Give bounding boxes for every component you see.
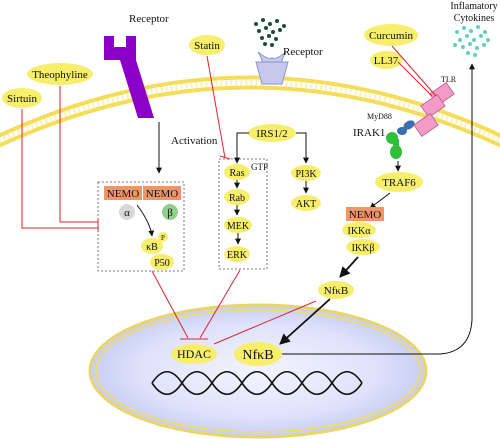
svg-text:α: α [124,207,130,219]
myd88-protein [397,120,415,135]
ikka-node: IKKα [342,222,376,238]
svg-text:P50: P50 [154,258,170,269]
inflam-cyt-label-1: Inflamatory [450,1,497,12]
mapk-box [218,158,268,270]
phospho-node: P [158,232,168,242]
svg-text:PI3K: PI3K [295,169,317,180]
kb-node: κB [141,238,163,254]
ikkb-node: IKKβ [346,239,380,255]
svg-text:TRAF6: TRAF6 [382,177,416,189]
svg-text:Theophyline: Theophyline [32,69,88,81]
nemo-left-1: NEMO [104,186,142,200]
svg-text:Sirtuin: Sirtuin [7,93,37,105]
erk-node: ERK [224,246,250,262]
svg-text:HDAC: HDAC [177,347,211,361]
p50-node: P50 [150,254,174,270]
irak1-label: IRAK1 [353,127,385,139]
beta-subunit: β [162,204,178,220]
gtp-label: GTP [251,162,268,172]
right-receptor [255,51,289,85]
hdac-node: HDAC [171,344,217,364]
svg-text:Ras: Ras [230,168,245,179]
svg-text:P: P [161,234,165,242]
svg-text:NfκB: NfκB [242,348,273,363]
svg-text:MEK: MEK [227,221,250,232]
irak1-protein [386,132,402,159]
ikk-nfkb-arrow [339,256,359,278]
irs-node: IRS1/2 [248,124,296,142]
receptor-left-label: Receptor [129,13,169,25]
svg-text:ERK: ERK [227,250,248,261]
svg-text:κB: κB [146,242,158,253]
curcumin-node: Curcumin [364,24,418,46]
tlr-receptor [413,81,455,138]
traf6-node: TRAF6 [375,172,423,192]
svg-text:IKKβ: IKKβ [352,243,375,254]
svg-text:AKT: AKT [296,199,317,210]
nemo-right: NEMO [346,207,384,221]
dna-helix [151,370,363,396]
inhibition-lines [21,45,437,345]
svg-text:IKKα: IKKα [347,226,371,237]
sirtuin-node: Sirtuin [2,88,42,108]
receptor-dots [254,18,286,47]
statin-node: Statin [189,35,225,55]
receptor-right-label: Receptor [283,46,323,58]
rab-node: Rab [224,189,250,205]
svg-text:β: β [167,207,173,219]
cytokine-dots [453,25,490,57]
inflam-cyt-label-2: Cytokines [454,13,495,24]
tlr-label: TLR [441,75,457,84]
irs-ras-arrow [234,132,249,164]
myd88-label: MyD88 [367,112,392,121]
svg-text:LL37: LL37 [374,55,399,67]
nfkb-nucleus-node: NfκB [234,342,282,366]
svg-text:NfκB: NfκB [324,285,349,297]
theophyline-node: Theophyline [27,63,93,85]
nfkb-right-node: NfκB [318,281,354,299]
nfkb-translocation-arrow [279,298,331,345]
traf-nemo-arrow [369,192,391,209]
irs-pi3k-arrow [296,132,309,164]
left-receptor [104,36,154,118]
pi3k-node: PI3K [291,165,321,181]
akt-node: AKT [291,195,321,211]
svg-text:Curcumin: Curcumin [369,30,413,42]
svg-text:NEMO: NEMO [107,188,139,200]
mek-node: MEK [224,217,252,233]
svg-text:Statin: Statin [194,40,220,52]
cytokine-release-arrow [282,63,475,355]
nemo-kb-arrow [136,204,155,237]
svg-text:Rab: Rab [229,193,245,204]
nemo-left-2: NEMO [143,186,181,200]
svg-text:NEMO: NEMO [146,188,178,200]
activation-label: Activation [171,135,218,147]
svg-text:NEMO: NEMO [349,209,381,221]
ras-node: Ras [224,164,250,180]
svg-text:IRS1/2: IRS1/2 [256,128,287,140]
alpha-subunit: α [119,204,135,220]
ll37-node: LL37 [370,51,402,69]
